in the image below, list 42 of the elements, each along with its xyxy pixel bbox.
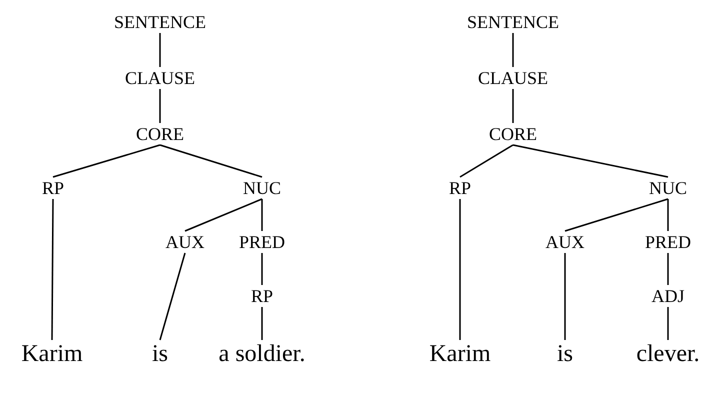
category-label: SENTENCE: [114, 11, 206, 33]
category-label: CLAUSE: [478, 67, 548, 89]
category-label: RP: [250, 285, 274, 307]
category-label: CORE: [489, 123, 537, 145]
tree-branch: [564, 198, 668, 232]
tree-branch: [261, 307, 263, 340]
word-label: Karim: [429, 340, 491, 368]
tree-branch: [667, 199, 669, 231]
tree-branch: [159, 252, 186, 340]
tree-branch: [159, 33, 161, 67]
tree-branch: [512, 33, 514, 67]
tree-branch: [667, 253, 669, 285]
tree-branch: [160, 144, 262, 178]
category-label: RP: [448, 177, 472, 199]
tree-branch: [159, 89, 161, 123]
word-label: is: [557, 340, 573, 368]
category-label: ADJ: [652, 285, 684, 307]
category-label: NUC: [649, 177, 687, 199]
category-label: PRED: [239, 231, 285, 253]
tree-branch: [184, 198, 262, 232]
word-label: Karim: [21, 340, 83, 368]
tree-branch: [512, 89, 514, 123]
tree-branch: [261, 199, 263, 231]
tree-branch: [564, 253, 566, 340]
category-label: CLAUSE: [125, 67, 195, 89]
tree-branch: [459, 199, 461, 340]
word-label: is: [152, 340, 168, 368]
category-label: AUX: [546, 231, 584, 253]
category-label: AUX: [166, 231, 204, 253]
category-label: SENTENCE: [467, 11, 559, 33]
tree-branch: [667, 307, 669, 340]
tree-branch: [512, 144, 668, 178]
word-label: clever.: [636, 340, 700, 368]
tree-branch: [51, 199, 54, 340]
tree-branch: [261, 253, 263, 285]
category-label: CORE: [136, 123, 184, 145]
word-label: a soldier.: [218, 340, 306, 368]
category-label: PRED: [645, 231, 691, 253]
tree-branch: [460, 144, 514, 178]
category-label: RP: [42, 177, 64, 199]
tree-branch: [52, 144, 160, 178]
category-label: NUC: [243, 177, 281, 199]
